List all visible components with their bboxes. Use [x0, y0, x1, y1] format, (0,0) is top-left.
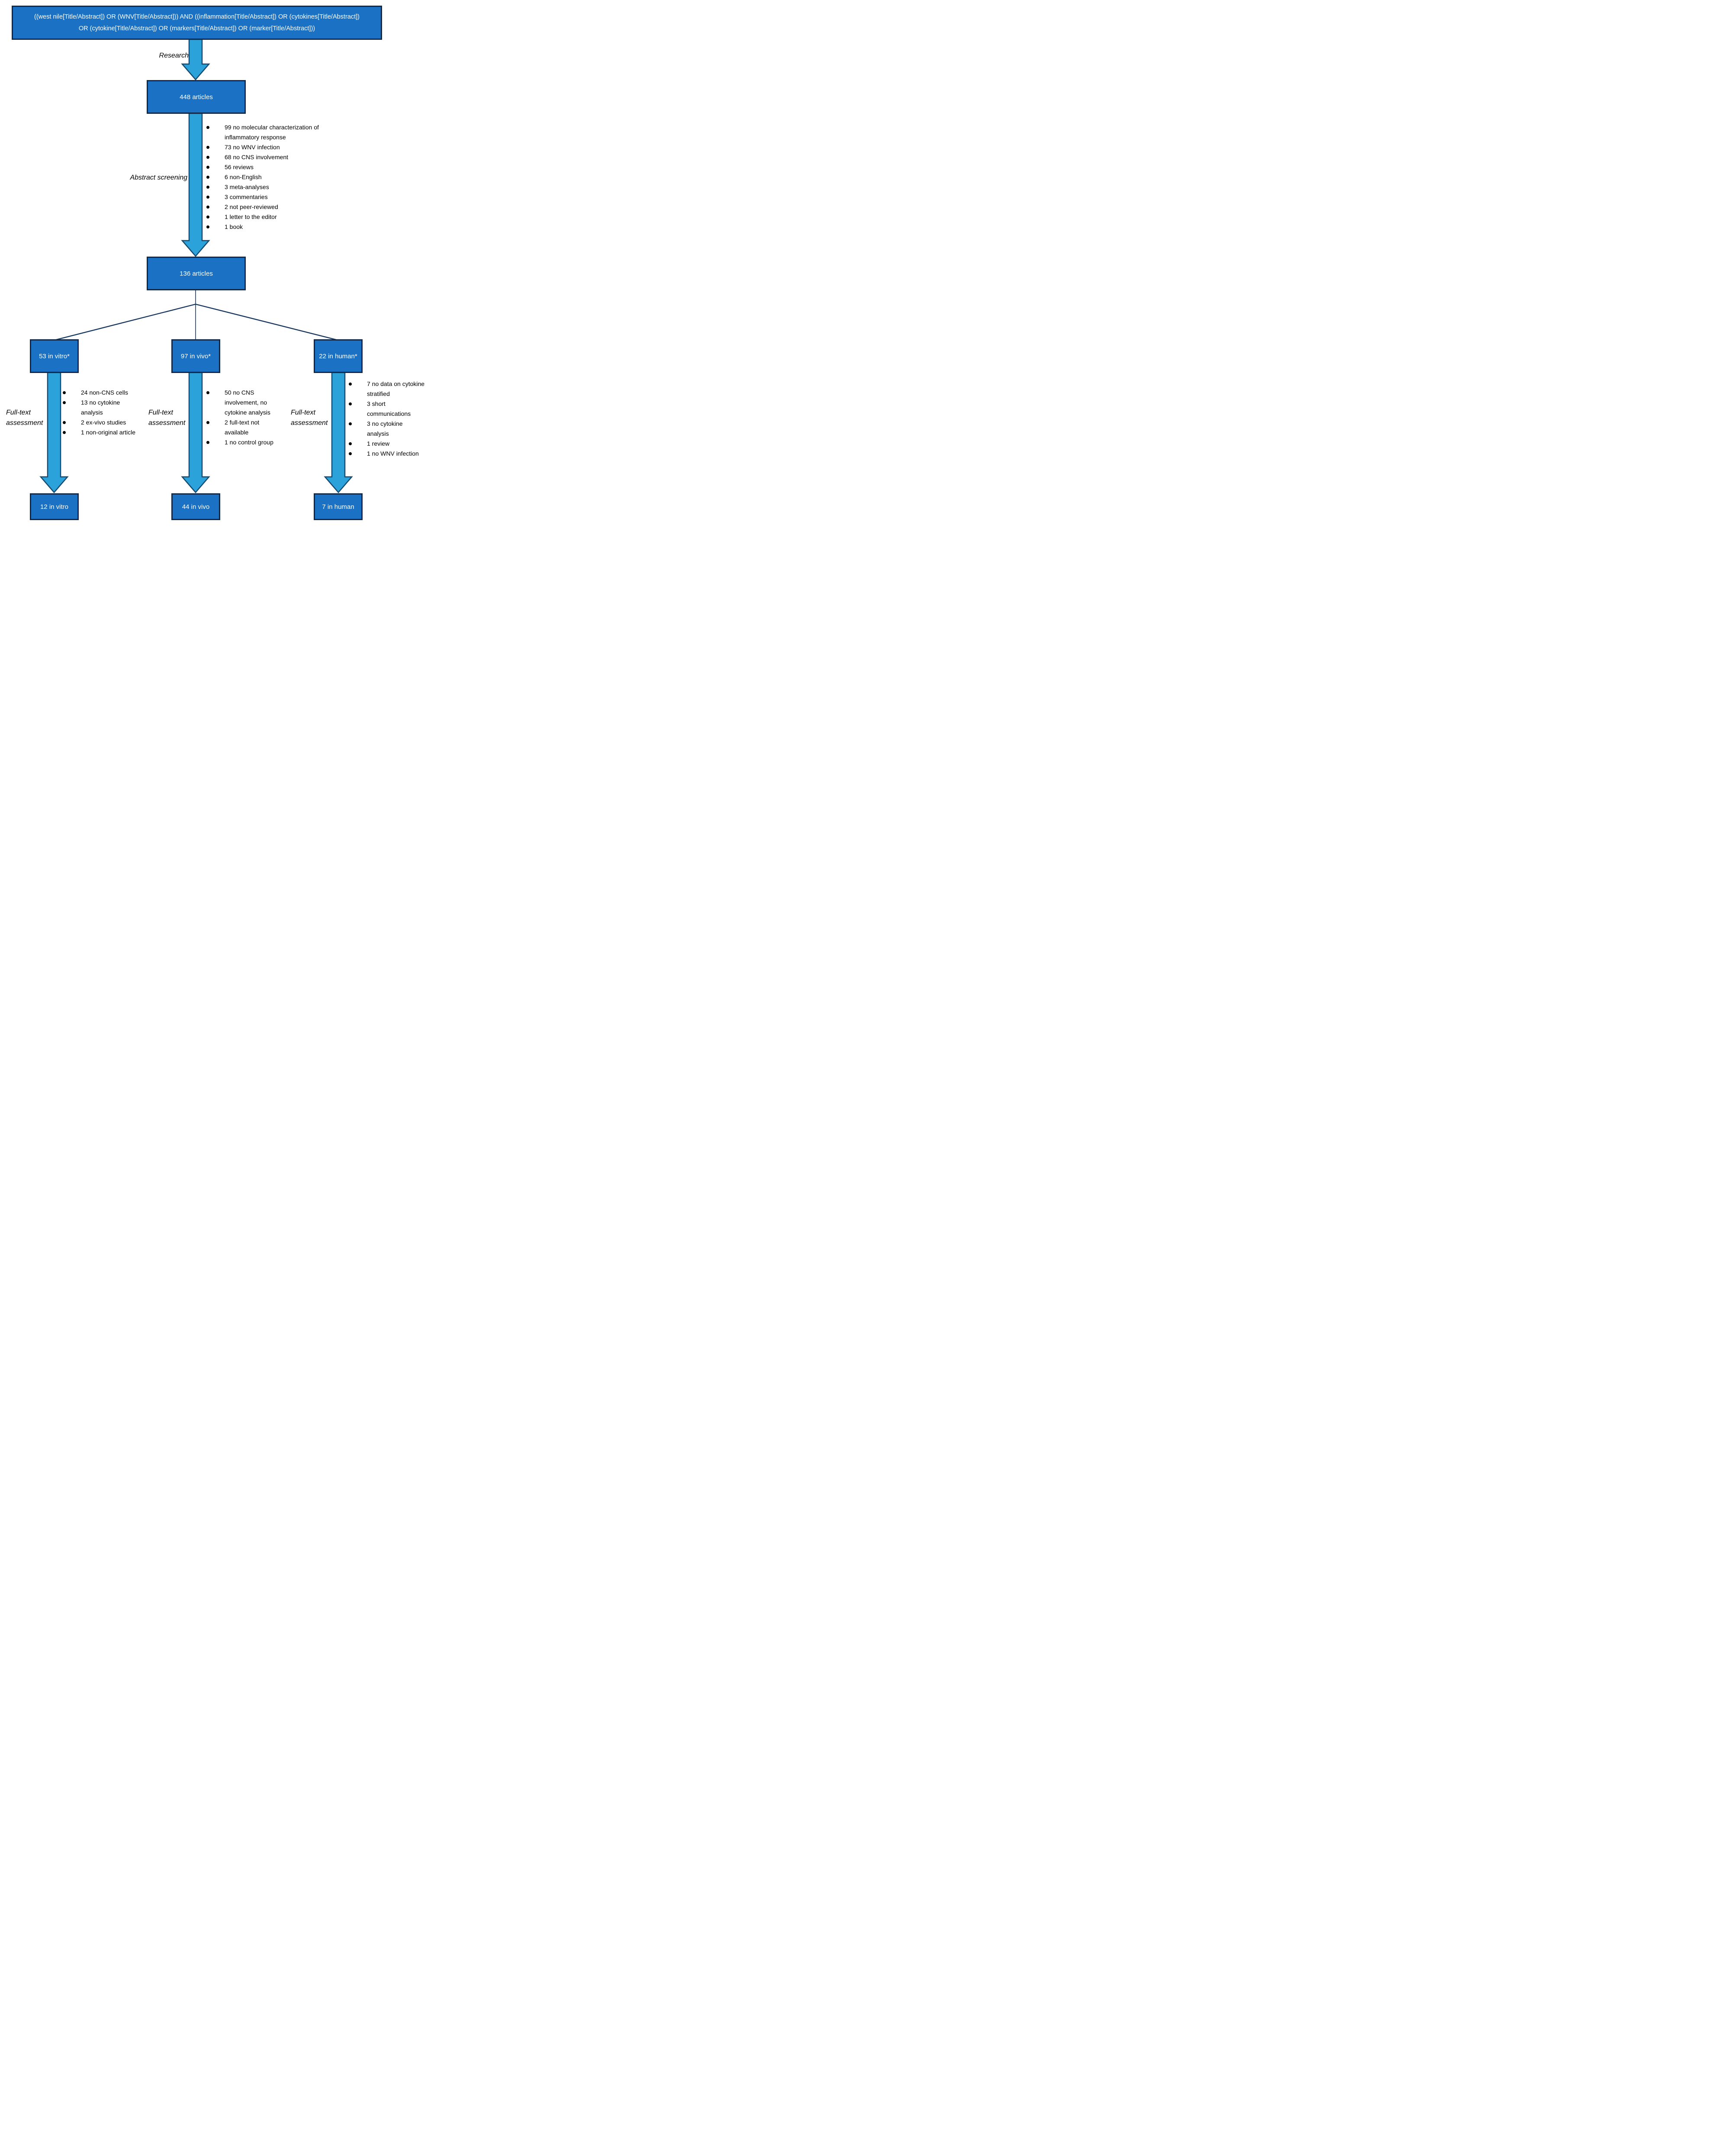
- fulltext-arrow-invivo: [181, 372, 210, 493]
- invivo-result-text: 44 in vivo: [182, 503, 210, 511]
- inhuman-result-text: 7 in human: [322, 503, 354, 511]
- articles-448-box: 448 articles: [147, 80, 246, 114]
- list-item: 73 no WNV infection: [206, 142, 349, 152]
- list-item: 2 not peer-reviewed: [206, 202, 349, 212]
- list-item: 2 full-text not available: [206, 418, 281, 437]
- invivo-count-box: 97 in vivo*: [171, 339, 220, 373]
- inhuman-count-text: 22 in human*: [319, 352, 357, 360]
- list-item: 3 no cytokine analysis: [349, 419, 425, 439]
- invivo-result-box: 44 in vivo: [171, 493, 220, 520]
- inhuman-result-box: 7 in human: [314, 493, 363, 520]
- fulltext-stage-label-invitro: Full-text assessment: [6, 409, 43, 427]
- invitro-count-box: 53 in vitro*: [30, 339, 79, 373]
- inhuman-exclusion-list: 7 no data on cytokine stratified 3 short…: [349, 379, 425, 459]
- list-item: 6 non-English: [206, 172, 349, 182]
- invitro-count-text: 53 in vitro*: [39, 352, 70, 360]
- fulltext-arrow-inhuman: [324, 372, 353, 493]
- list-item: 3 meta-analyses: [206, 182, 349, 192]
- invivo-count-text: 97 in vivo*: [180, 352, 211, 360]
- list-item: 7 no data on cytokine stratified: [349, 379, 425, 399]
- list-item: 3 commentaries: [206, 192, 349, 202]
- invitro-exclusion-list: 24 non-CNS cells 13 no cytokine analysis…: [63, 388, 137, 437]
- list-item: 1 no WNV infection: [349, 449, 425, 459]
- list-item: 1 no control group: [206, 437, 281, 447]
- list-item: 1 letter to the editor: [206, 212, 349, 222]
- invitro-result-text: 12 in vitro: [40, 503, 69, 511]
- articles-136-box: 136 articles: [147, 257, 246, 290]
- invivo-exclusion-list: 50 no CNS involvement, no cytokine analy…: [206, 388, 281, 447]
- abstract-screening-exclusion-list: 99 no molecular characterization of infl…: [206, 122, 349, 232]
- search-query-box: ((west nile[Title/Abstract]) OR (WNV[Tit…: [12, 6, 382, 40]
- fulltext-stage-label-inhuman: Full-text assessment: [291, 409, 328, 427]
- list-item: 1 review: [349, 439, 425, 449]
- flow-diagram: ((west nile[Title/Abstract]) OR (WNV[Tit…: [0, 0, 434, 534]
- branch-line-left: [54, 303, 196, 341]
- list-item: 50 no CNS involvement, no cytokine analy…: [206, 388, 281, 418]
- inhuman-count-box: 22 in human*: [314, 339, 363, 373]
- search-query-text: ((west nile[Title/Abstract]) OR (WNV[Tit…: [34, 13, 360, 32]
- list-item: 1 non-original article: [63, 428, 137, 437]
- list-item: 68 no CNS involvement: [206, 152, 349, 162]
- abstract-screening-arrow: [181, 113, 210, 257]
- articles-136-text: 136 articles: [180, 270, 213, 277]
- articles-448-text: 448 articles: [180, 93, 213, 101]
- abstract-screening-stage-label: Abstract screening: [130, 174, 187, 181]
- list-item: 24 non-CNS cells: [63, 388, 137, 398]
- branch-line-right: [195, 303, 338, 341]
- research-stage-label: Research: [159, 52, 189, 59]
- list-item: 56 reviews: [206, 162, 349, 172]
- list-item: 2 ex-vivo studies: [63, 418, 137, 428]
- fulltext-stage-label-invivo: Full-text assessment: [148, 409, 186, 427]
- list-item: 13 no cytokine analysis: [63, 398, 137, 418]
- list-item: 1 book: [206, 222, 349, 232]
- invitro-result-box: 12 in vitro: [30, 493, 79, 520]
- list-item: 3 short communications: [349, 399, 425, 419]
- list-item: 99 no molecular characterization of infl…: [206, 122, 349, 142]
